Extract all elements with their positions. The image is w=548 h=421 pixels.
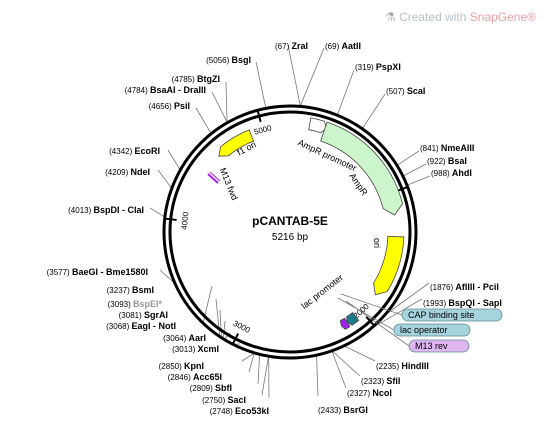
- feature-lac-mark-2[interactable]: [339, 317, 351, 330]
- site-label-ecori[interactable]: (4342) EcoRI: [109, 146, 160, 156]
- site-label-nmeaiii[interactable]: (841) NmeAIII: [420, 143, 474, 153]
- site-line-baegi-bme1580i: [159, 269, 174, 283]
- site-label-ndei[interactable]: (4209) NdeI: [105, 167, 150, 177]
- site-label-aatii[interactable]: (69) AatII: [325, 41, 361, 51]
- label-lac-promoter: lac promoter: [299, 272, 345, 311]
- site-line-afliii-pcii: [387, 282, 430, 314]
- site-line-btgzi: [225, 81, 228, 122]
- site-label-bspei[interactable]: (3093) BspEI*: [108, 299, 163, 309]
- tick-2000: [365, 316, 375, 327]
- site-label-sbfi[interactable]: (2809) SbfI: [190, 383, 232, 393]
- site-label-saci[interactable]: (2750) SacI: [202, 395, 246, 405]
- site-line-eagi-noti: [222, 320, 226, 341]
- site-line-hindiii: [344, 346, 376, 362]
- site-label-xcmi[interactable]: (3013) XcmI: [172, 344, 219, 354]
- plasmid-size: 5216 bp: [272, 232, 309, 243]
- tick-label-4000: 4000: [180, 211, 191, 230]
- site-label-baegi-bme1580i[interactable]: (3577) BaeGI - Bme1580I: [47, 267, 148, 277]
- label-ori: ori: [372, 238, 382, 248]
- site-label-sgrai[interactable]: (3081) SgrAI: [119, 310, 168, 320]
- site-label-bsrgi[interactable]: (2433) BsrGI: [318, 405, 368, 415]
- site-label-bspqi-sapi[interactable]: (1993) BspQI - SapI: [423, 298, 502, 308]
- site-line-sbfi: [257, 355, 260, 385]
- box-feature-lac-operator[interactable]: lac operator: [337, 297, 471, 337]
- tick-4000: [164, 217, 177, 221]
- site-label-sfii[interactable]: (2323) SfiI: [361, 376, 400, 386]
- site-line-pspxi: [337, 69, 355, 115]
- site-label-ncoi[interactable]: (2327) NcoI: [347, 388, 392, 398]
- site-line-nmeaiii: [397, 150, 420, 166]
- site-line-bsaai-draiii: [211, 91, 228, 122]
- site-line-bsgi: [255, 61, 267, 108]
- site-line-psii: [195, 107, 212, 134]
- watermark-brand: SnapGene®: [469, 10, 536, 24]
- site-label-bsmi[interactable]: (3237) BsmI: [107, 285, 154, 295]
- label-m13-fwd: M13 fwd: [218, 166, 240, 201]
- box-feature-m13-rev[interactable]: M13 rev: [345, 300, 470, 353]
- site-line-scai: [362, 93, 386, 129]
- box-feature-cap-binding-site[interactable]: CAP binding site: [340, 293, 503, 322]
- site-line-sfii: [332, 351, 361, 377]
- tick-label-5000: 5000: [253, 123, 273, 136]
- svg-text:lac operator: lac operator: [400, 325, 448, 335]
- site-line-ndei: [157, 169, 172, 188]
- site-label-bsaai-draiii[interactable]: (4784) BsaAI - DraIII: [125, 85, 206, 95]
- site-labels: (67) ZraI (69) AatII (319) PspXI (507) ScaI…: [47, 41, 502, 416]
- plasmid-name: pCANTAB-5E: [252, 214, 328, 228]
- tick-3000: [231, 333, 240, 345]
- feature-ampr[interactable]: [320, 121, 403, 216]
- site-label-acc65i[interactable]: (2846) Acc65I: [168, 372, 222, 382]
- site-label-zrai[interactable]: (67) ZraI: [275, 41, 308, 51]
- site-line-acc65i: [248, 353, 255, 373]
- snapgene-flask-icon: ⚗: [384, 10, 396, 24]
- site-line-bspdi-clai: [149, 207, 165, 217]
- svg-text:CAP binding site: CAP binding site: [408, 310, 474, 320]
- watermark-text: Created with: [399, 10, 470, 24]
- site-label-ahdi[interactable]: (988) AhdI: [431, 168, 472, 178]
- site-line-aatii: [300, 47, 325, 106]
- site-line-bsai: [403, 163, 427, 176]
- site-label-afliii-pcii[interactable]: (1876) AflIII - PciI: [430, 282, 499, 292]
- site-line-bspqi-sapi: [375, 298, 423, 327]
- site-line-bspei: [215, 298, 221, 338]
- site-line-ecori: [167, 149, 181, 170]
- site-label-psii[interactable]: (4656) PsiI: [149, 101, 190, 111]
- feature-ori[interactable]: [373, 235, 405, 296]
- site-label-hindiii[interactable]: (2235) HindIII: [376, 361, 429, 371]
- site-line-saci: [261, 357, 269, 396]
- site-label-kpni[interactable]: (2850) KpnI: [159, 361, 204, 371]
- label-ampr: AmpR: [347, 171, 370, 198]
- feature-m13-fwd[interactable]: [207, 171, 221, 184]
- site-line-ahdi: [407, 175, 431, 186]
- feature-ampr-promoter[interactable]: [308, 117, 327, 134]
- site-label-eco53ki[interactable]: (2748) Eco53kI: [210, 406, 269, 416]
- tick-5000: [256, 109, 262, 123]
- site-line-bsrgi: [316, 356, 319, 397]
- site-label-bspdi-clai[interactable]: (4013) BspDI - ClaI: [68, 205, 144, 215]
- site-label-pspxi[interactable]: (319) PspXI: [355, 62, 401, 72]
- tick-label-3000: 3000: [232, 319, 252, 335]
- site-line-sgrai: [219, 309, 222, 339]
- site-line-kpni: [241, 353, 254, 362]
- backbone-outer-ring: [162, 104, 418, 360]
- feature-f1-ori[interactable]: [218, 129, 255, 157]
- svg-text:M13 rev: M13 rev: [415, 341, 448, 351]
- site-label-bsai[interactable]: (922) BsaI: [427, 156, 467, 166]
- watermark: ⚗ Created with SnapGene®: [385, 10, 536, 24]
- site-label-eagi-noti[interactable]: (3068) EagI - NotI: [106, 321, 176, 331]
- site-label-btgzi[interactable]: (4785) BtgZI: [172, 74, 220, 84]
- backbone-inner-ring: [168, 110, 412, 354]
- site-line-ncoi: [331, 351, 347, 389]
- site-line-zrai: [287, 44, 301, 106]
- site-label-scai[interactable]: (507) ScaI: [386, 86, 425, 96]
- site-label-aari[interactable]: (3064) AarI: [163, 333, 206, 343]
- feature-lac-promoter-mark[interactable]: [346, 312, 360, 326]
- site-label-bsgi[interactable]: (5056) BsgI: [206, 55, 251, 65]
